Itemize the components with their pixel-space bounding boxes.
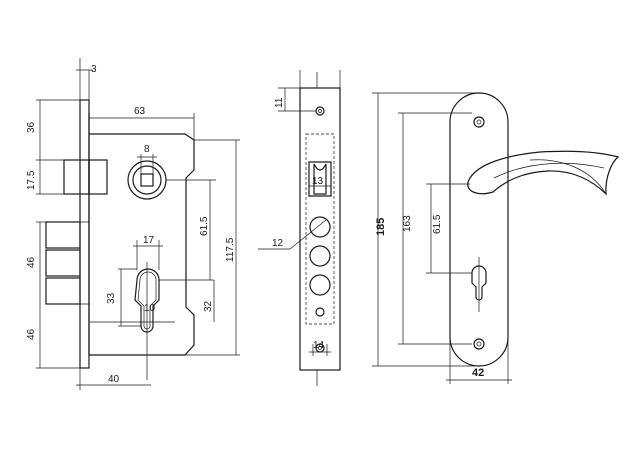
- dim-faceplate-width: 14: [313, 340, 325, 351]
- deadbolt-1: [45, 221, 81, 249]
- lever-handle: [467, 150, 620, 196]
- dim-bolt-pitch-upper: 46: [26, 256, 37, 268]
- deadbolt-3: [45, 277, 81, 305]
- handle-hole-bottom: [473, 338, 485, 350]
- dim-cyl-height: 33: [106, 292, 117, 304]
- bolt-front-1: [309, 216, 331, 238]
- faceplate: [79, 99, 90, 369]
- dim-cyl-inner: 10: [144, 303, 156, 314]
- faceplate-view: 11 13 12 14: [258, 70, 341, 386]
- cylinder-hole: [134, 268, 160, 333]
- dim-latch-width: 13: [312, 176, 324, 187]
- dim-body-width: 63: [134, 106, 146, 117]
- dim-handle-spindle-cyl: 61.5: [432, 214, 443, 234]
- dim-bolt-diameter: 12: [272, 238, 284, 249]
- screw-hole-top: [315, 106, 325, 116]
- dim-cyl-offset: 32: [203, 300, 214, 312]
- lock-body-view: 3 63 36 17.5 8 61.5 117.5 17: [26, 58, 240, 390]
- dim-spindle-square: 8: [144, 144, 150, 155]
- dim-backset: 40: [108, 374, 120, 385]
- dim-handle-length: 185: [375, 218, 387, 236]
- dim-spindle-to-cyl: 61.5: [199, 216, 210, 236]
- latch: [63, 159, 90, 195]
- latch-front: [308, 161, 332, 197]
- faceplate-front: [299, 87, 341, 371]
- keyhole: [471, 265, 487, 301]
- lock-case: [88, 113, 195, 356]
- spindle-square: [140, 173, 154, 187]
- handle-plate: [449, 92, 509, 367]
- dim-cyl-width: 17: [143, 235, 155, 246]
- dim-backset-top: 36: [26, 121, 37, 133]
- dim-latch-height: 17.5: [26, 170, 37, 190]
- bolt-front-3: [309, 274, 331, 296]
- dim-bolt-pitch-lower: 46: [26, 328, 37, 340]
- spindle-hub: [127, 160, 167, 200]
- handle-view: 185 163 61.5 42: [372, 92, 620, 384]
- deadbolt-2: [45, 249, 81, 277]
- dim-plate-thickness: 3: [91, 64, 97, 75]
- dim-handle-holes: 163: [402, 215, 413, 232]
- dim-faceplate-top: 11: [274, 97, 285, 108]
- dim-handle-width: 42: [472, 367, 484, 379]
- dim-overall-height: 117.5: [225, 237, 236, 262]
- handle-hole-top: [473, 116, 485, 128]
- bolt-front-2: [309, 245, 331, 267]
